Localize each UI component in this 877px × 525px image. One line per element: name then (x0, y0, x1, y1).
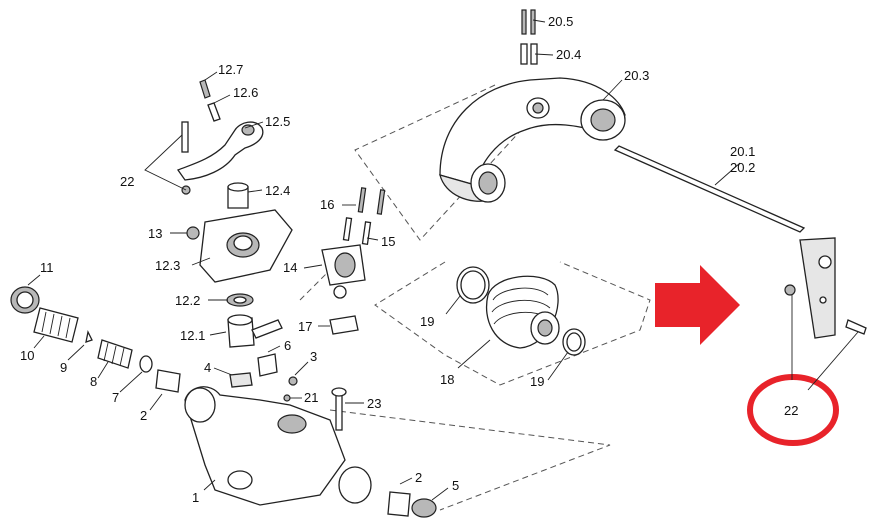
label-7: 7 (112, 390, 119, 405)
label-18: 18 (440, 372, 454, 387)
label-20-5: 20.5 (548, 14, 573, 29)
label-12-6: 12.6 (233, 85, 258, 100)
label-4: 4 (204, 360, 211, 375)
label-10: 10 (20, 348, 34, 363)
label-20-1: 20.1 (730, 144, 755, 159)
boot-assembly (456, 266, 586, 356)
label-12-3: 12.3 (155, 258, 180, 273)
label-14: 14 (283, 260, 297, 275)
label-19-right: 19 (530, 374, 544, 389)
label-6: 6 (284, 338, 291, 353)
label-22-circled: 22 (784, 403, 798, 418)
clamp-parts (321, 187, 386, 335)
housing (184, 353, 437, 518)
label-5: 5 (452, 478, 459, 493)
label-21: 21 (304, 390, 318, 405)
red-circle-around-22 (747, 374, 839, 446)
label-8: 8 (90, 374, 97, 389)
label-3: 3 (310, 349, 317, 364)
label-20-4: 20.4 (556, 47, 581, 62)
label-20-2: 20.2 (730, 160, 755, 175)
label-2-right: 2 (415, 470, 422, 485)
label-19-left: 19 (420, 314, 434, 329)
lever-stack (177, 79, 293, 348)
handle-assembly (439, 9, 867, 339)
leader-lines (27, 19, 859, 501)
label-20-3: 20.3 (624, 68, 649, 83)
label-12-4: 12.4 (265, 183, 290, 198)
label-17: 17 (298, 319, 312, 334)
label-15: 15 (381, 234, 395, 249)
label-9: 9 (60, 360, 67, 375)
label-11: 11 (40, 260, 54, 275)
label-22-left: 22 (120, 174, 134, 189)
red-arrow (655, 265, 740, 345)
label-12-7: 12.7 (218, 62, 243, 77)
label-23: 23 (367, 396, 381, 411)
label-12-5: 12.5 (265, 114, 290, 129)
label-13: 13 (148, 226, 162, 241)
label-12-2: 12.2 (175, 293, 200, 308)
label-16: 16 (320, 197, 334, 212)
label-12-1: 12.1 (180, 328, 205, 343)
part-labels: 20.5 20.4 20.3 20.1 20.2 12.7 12.6 12.5 … (20, 14, 798, 505)
label-1: 1 (192, 490, 199, 505)
label-2-left: 2 (140, 408, 147, 423)
spring-chain (10, 286, 181, 393)
